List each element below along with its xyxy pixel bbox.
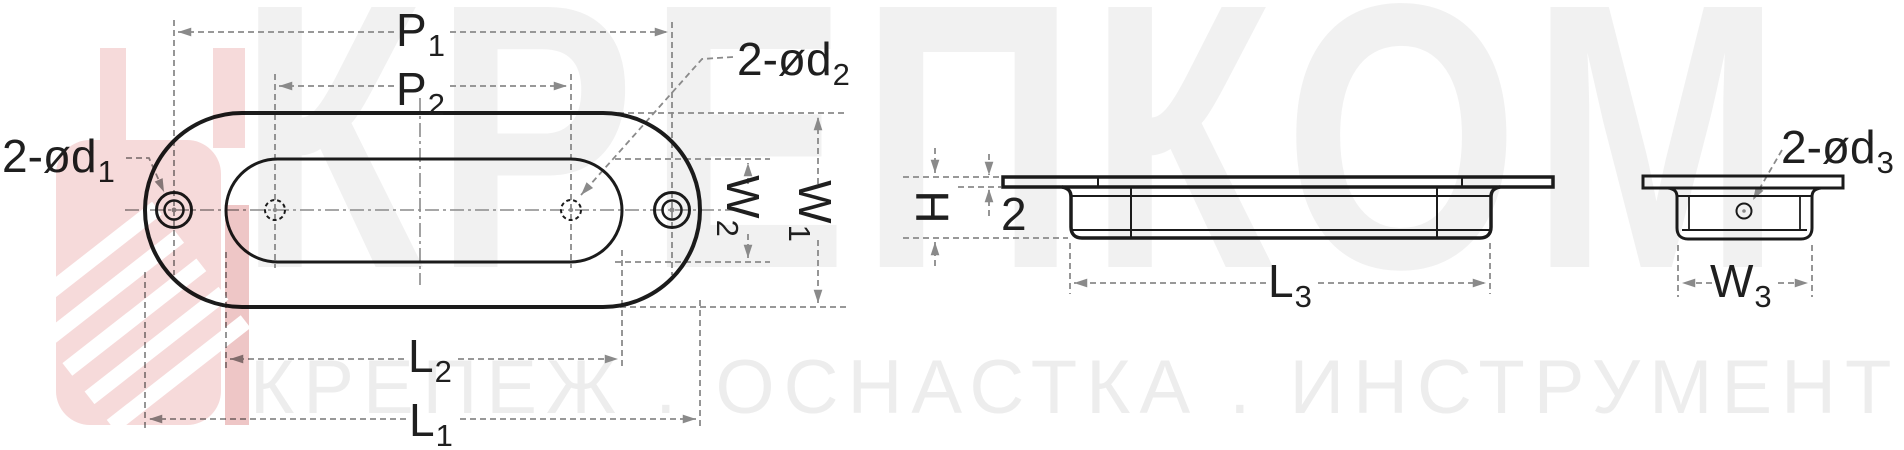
end-flange (1641, 174, 1845, 190)
side-tray (1061, 185, 1501, 240)
end-hole (1735, 202, 1753, 220)
label-l3: L3 (1268, 255, 1312, 314)
end-tray (1667, 186, 1822, 241)
label-p2: P2 (396, 63, 445, 122)
recess-outline (224, 157, 624, 264)
label-flange-thickness: 2 (1001, 188, 1027, 240)
label-d1: 2-ød1 (2, 130, 115, 189)
watermark-tagline-text: КРЕПЕЖ . ОСНАСТКА . ИНСТРУМЕНТ (250, 345, 1901, 430)
end-view (1641, 174, 1845, 241)
dimension-labels: 2-ød1 P1 P2 2-ød2 W2 W1 L2 L1 H 2 L3 2-ø… (2, 4, 1894, 450)
label-w1: W1 (782, 180, 841, 242)
label-w2: W2 (710, 175, 769, 237)
label-w3: W3 (1710, 255, 1772, 314)
leader-d2 (580, 56, 734, 196)
label-l2: L2 (408, 330, 452, 389)
label-p1: P1 (396, 4, 445, 63)
label-l1: L1 (409, 394, 453, 450)
label-h: H (906, 190, 958, 223)
dimension-lines (126, 27, 1809, 424)
label-d3: 2-ød3 (1781, 121, 1894, 180)
side-view (1001, 175, 1555, 240)
watermark-brand-text: КРЕПКОМ (238, 0, 1794, 348)
hidden-hole-right (560, 199, 582, 221)
mounting-hole-right (653, 191, 691, 229)
hidden-hole-left (264, 199, 286, 221)
side-flange (1001, 175, 1555, 189)
center-lines (125, 98, 737, 285)
label-d2: 2-ød2 (737, 33, 850, 92)
